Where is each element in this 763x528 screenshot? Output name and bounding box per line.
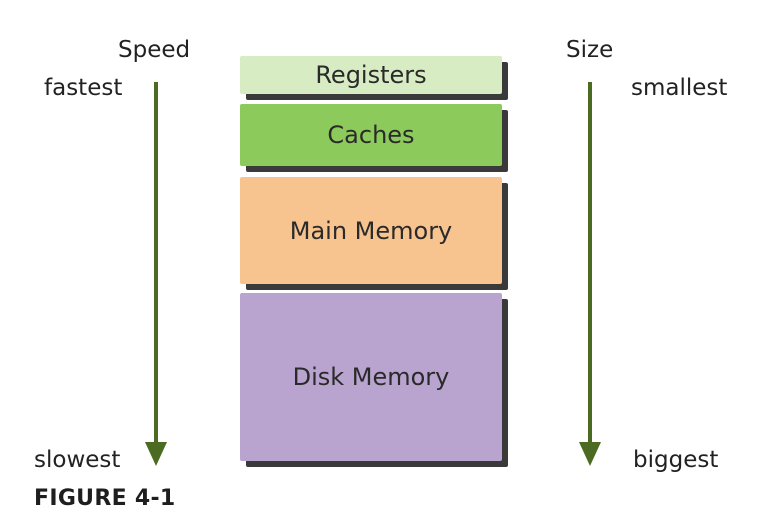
disk-memory-block: Disk Memory <box>240 293 502 461</box>
speed-title: Speed <box>118 37 191 63</box>
figure-caption: FIGURE 4-1 <box>34 486 176 511</box>
slowest-label: slowest <box>34 447 121 473</box>
main-memory-label: Main Memory <box>289 216 453 245</box>
smallest-label: smallest <box>631 75 728 101</box>
caches-block: Caches <box>240 104 502 166</box>
disk-memory-label: Disk Memory <box>292 363 450 391</box>
registers-block: Registers <box>240 56 502 94</box>
caches-label: Caches <box>327 121 415 149</box>
fastest-label: fastest <box>44 75 123 101</box>
biggest-label: biggest <box>633 447 719 473</box>
size-title: Size <box>566 37 614 63</box>
registers-label: Registers <box>315 61 427 89</box>
size-arrow-head-icon <box>579 442 601 466</box>
speed-arrow-shaft <box>154 82 158 444</box>
speed-arrow-head-icon <box>145 442 167 466</box>
main-memory-block: Main Memory <box>240 177 502 284</box>
size-arrow-shaft <box>588 82 592 444</box>
